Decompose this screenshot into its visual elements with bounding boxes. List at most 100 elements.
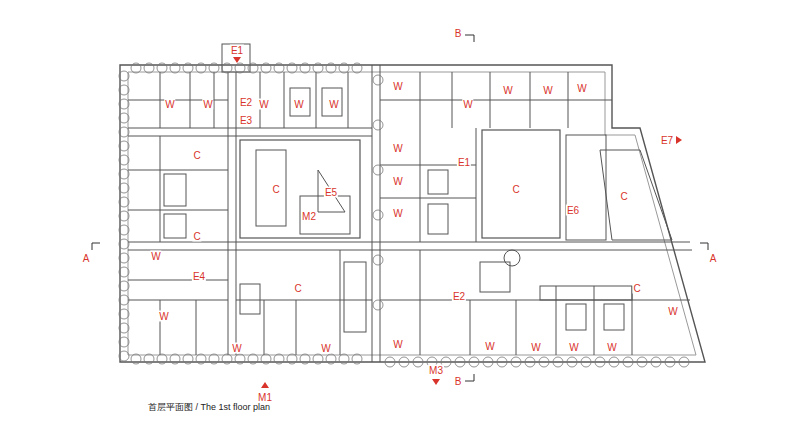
tree-symbol (157, 354, 167, 364)
tree-symbol (623, 357, 633, 367)
tree-symbol (373, 210, 383, 220)
tree-symbol (313, 354, 323, 364)
room-label: C (271, 184, 280, 195)
tree-symbol (373, 300, 383, 310)
tree-symbol (399, 357, 409, 367)
room-label: W (462, 99, 473, 110)
entrance-label: M3 (428, 365, 444, 376)
tree-symbol (119, 141, 129, 151)
tree-symbol (196, 63, 206, 73)
tree-symbol (651, 357, 661, 367)
room-label: W (164, 99, 175, 110)
tree-symbol (235, 354, 245, 364)
tree-symbol (525, 357, 535, 367)
tree-symbol (274, 63, 284, 73)
tree-symbol (119, 323, 129, 333)
plan-caption: 首层平面图 / The 1st floor plan (148, 402, 270, 413)
entrance-label: E2 (239, 97, 253, 108)
tree-symbol (511, 357, 521, 367)
tree-symbol (581, 357, 591, 367)
room-label: C (619, 191, 628, 202)
room-label: W (568, 342, 579, 353)
entrance-label: E1 (457, 157, 471, 168)
section-mark: A (82, 253, 91, 264)
room-label: W (392, 208, 403, 219)
tree-symbol (539, 357, 549, 367)
section-mark: A (709, 253, 718, 264)
entrance-label: M2 (301, 211, 317, 222)
tree-symbol (352, 354, 362, 364)
room-label: C (632, 283, 641, 294)
entrance-label: E7 (660, 135, 674, 146)
tree-symbol (131, 354, 141, 364)
room-label: W (392, 339, 403, 350)
tree-symbol (119, 239, 129, 249)
tree-symbol (209, 354, 219, 364)
tree-symbol (209, 63, 219, 73)
tree-symbol (119, 253, 129, 263)
tree-symbol (119, 267, 129, 277)
room-label: C (192, 231, 201, 242)
room-label: W (542, 85, 553, 96)
tree-symbol (119, 183, 129, 193)
tree-symbol (385, 357, 395, 367)
entrance-label: E3 (239, 115, 253, 126)
tree-symbol (119, 169, 129, 179)
tree-symbol (119, 225, 129, 235)
tree-symbol (119, 295, 129, 305)
room-label: W (392, 143, 403, 154)
entrance-label: E2 (452, 291, 466, 302)
tree-symbol (144, 354, 154, 364)
room-label: W (502, 85, 513, 96)
tree-symbol (119, 211, 129, 221)
tree-symbol (235, 63, 245, 73)
room-label: W (258, 99, 269, 110)
room-label: C (511, 184, 520, 195)
tree-symbol (119, 113, 129, 123)
tree-symbol (274, 354, 284, 364)
room-label: W (392, 81, 403, 92)
room-label: W (158, 311, 169, 322)
tree-symbol (248, 354, 258, 364)
room-label: C (192, 150, 201, 161)
tree-symbol (413, 357, 423, 367)
tree-symbol (170, 354, 180, 364)
tree-symbol (352, 63, 362, 73)
tree-symbol (119, 337, 129, 347)
tree-symbol (261, 354, 271, 364)
tree-symbol (222, 63, 232, 73)
tree-symbol (637, 357, 647, 367)
tree-symbol (119, 309, 129, 319)
room-label: W (530, 342, 541, 353)
tree-symbol (119, 85, 129, 95)
tree-symbol (119, 155, 129, 165)
room-label: W (320, 343, 331, 354)
entrance-label: E4 (192, 271, 206, 282)
tree-symbol (183, 63, 193, 73)
tree-symbol (373, 75, 383, 85)
tree-symbol (119, 99, 129, 109)
room-label: W (606, 342, 617, 353)
tree-symbol (222, 354, 232, 364)
tree-symbol (553, 357, 563, 367)
tree-symbol (300, 63, 310, 73)
tree-symbol (373, 165, 383, 175)
tree-symbol (183, 354, 193, 364)
entrance-label: E1 (230, 45, 244, 56)
tree-symbol (679, 357, 689, 367)
section-mark: B (454, 376, 463, 387)
tree-symbol (248, 63, 258, 73)
room-label: W (150, 251, 161, 262)
tree-symbol (313, 63, 323, 73)
tree-symbol (469, 357, 479, 367)
room-label: W (484, 341, 495, 352)
room-label: W (231, 343, 242, 354)
tree-symbol (119, 197, 129, 207)
room-label: W (202, 99, 213, 110)
tree-symbol (326, 354, 336, 364)
entrance-label: M1 (257, 392, 273, 403)
tree-symbol (339, 63, 349, 73)
tree-symbol (119, 281, 129, 291)
tree-symbol (119, 71, 129, 81)
tree-symbol (665, 357, 675, 367)
